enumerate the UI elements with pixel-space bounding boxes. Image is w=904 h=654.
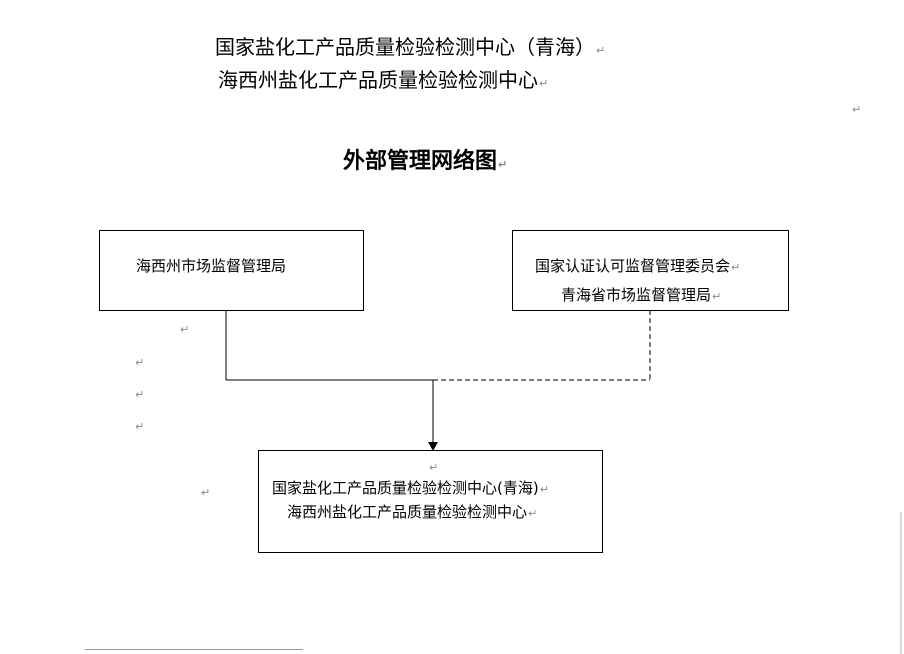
paragraph-mark-icon: ↵ [135, 356, 145, 369]
paragraph-mark-icon: ↵ [539, 77, 549, 90]
box-cnca-qinghai: 国家认证认可监督管理委员会↵ 青海省市场监督管理局↵ [512, 230, 789, 311]
paragraph-mark-icon: ↵ [731, 261, 741, 274]
box-bottom-line-1-text: 国家盐化工产品质量检验检测中心(青海) [272, 479, 539, 497]
box-right-line-1-text: 国家认证认可监督管理委员会 [535, 257, 731, 275]
header-line-1: 国家盐化工产品质量检验检测中心（青海）↵ [215, 35, 605, 63]
page-title: 外部管理网络图↵ [343, 149, 507, 178]
paragraph-mark-icon: ↵ [528, 507, 538, 520]
paragraph-mark-icon: ↵ [135, 420, 145, 433]
box-right-line-2: 青海省市场监督管理局↵ [561, 282, 721, 310]
paragraph-mark-icon: ↵ [135, 388, 145, 401]
paragraph-mark-icon: ↵ [852, 103, 862, 116]
paragraph-mark-icon: ↵ [498, 158, 508, 171]
paragraph-mark-icon: ↵ [596, 44, 606, 57]
header-line-2-text: 海西州盐化工产品质量检验检测中心 [218, 68, 538, 92]
box-right-line-1: 国家认证认可监督管理委员会↵ [535, 253, 740, 281]
paragraph-mark-icon: ↵ [429, 461, 439, 474]
arrow-down-icon [428, 442, 438, 451]
paragraph-mark-icon: ↵ [180, 323, 190, 336]
box-left-label: 海西州市场监督管理局 [136, 257, 287, 275]
paragraph-mark-icon: ↵ [539, 483, 549, 496]
box-inspection-center: ↵ 国家盐化工产品质量检验检测中心(青海)↵ 海西州盐化工产品质量检验检测中心↵ [258, 450, 603, 553]
footnote-separator [85, 649, 303, 650]
box-bottom-line-2-text: 海西州盐化工产品质量检验检测中心 [287, 503, 528, 521]
box-right-line-2-text: 青海省市场监督管理局 [561, 286, 712, 304]
header-line-2: 海西州盐化工产品质量检验检测中心↵ [218, 68, 548, 96]
box-bottom-line-1: 国家盐化工产品质量检验检测中心(青海)↵ [272, 475, 549, 503]
page-edge-shadow [900, 512, 902, 654]
box-market-supervision-haixi: 海西州市场监督管理局 [99, 230, 364, 311]
paragraph-mark-icon: ↵ [712, 290, 722, 303]
box-bottom-line-2: 海西州盐化工产品质量检验检测中心↵ [287, 499, 537, 527]
page-title-text: 外部管理网络图 [343, 149, 498, 174]
paragraph-mark-icon: ↵ [201, 486, 211, 499]
header-line-1-text: 国家盐化工产品质量检验检测中心（青海） [215, 35, 595, 59]
